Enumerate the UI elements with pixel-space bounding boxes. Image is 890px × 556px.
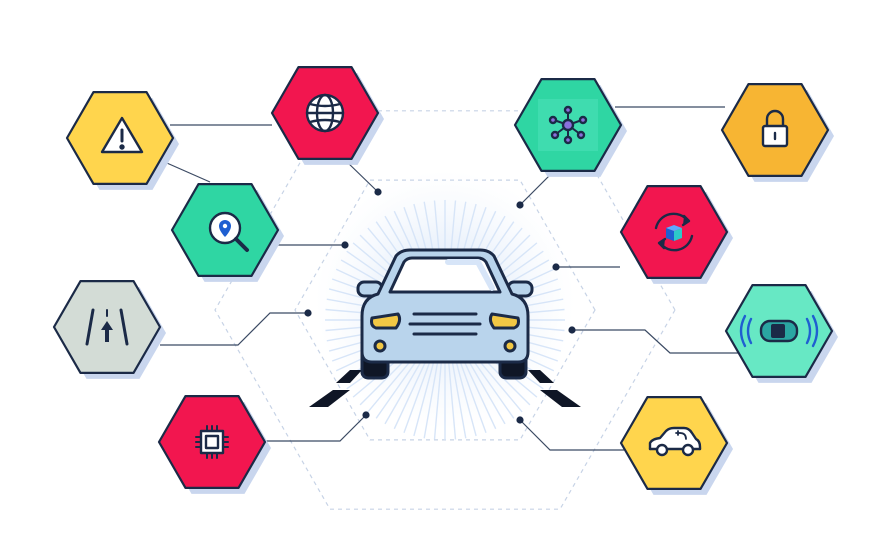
location-search-icon [208, 211, 249, 252]
sync-update-icon [654, 212, 694, 252]
connector-location [159, 159, 211, 183]
connector-dot [568, 326, 576, 334]
warning-triangle-icon [100, 116, 144, 154]
electric-car-icon [648, 426, 702, 457]
road-marking-right-lower [540, 390, 581, 407]
car-foglight-left [373, 339, 387, 353]
road-marking-right-upper [528, 370, 554, 383]
connector-dot [552, 263, 560, 271]
connector-dot [516, 416, 524, 424]
glow-ray [403, 357, 432, 434]
background-hexagon-2 [294, 179, 596, 441]
connector-dot [304, 309, 312, 317]
car-headlight-left [370, 312, 402, 330]
connector-network [519, 174, 551, 206]
connector-chip [262, 414, 367, 442]
glow-ray [375, 352, 423, 419]
glow-ray [423, 359, 439, 439]
connector-globe [344, 159, 379, 193]
padlock-icon [761, 109, 789, 148]
car-front-icon [309, 248, 581, 407]
connector-dot [341, 241, 349, 249]
connector-dots [304, 188, 576, 424]
car-sensor-icon [739, 314, 819, 348]
car-windshield [388, 256, 502, 294]
glow-ray [451, 359, 467, 439]
connector-lines [159, 106, 748, 451]
glow-ray [384, 354, 426, 425]
connector-dot [516, 201, 524, 209]
glow-ray [454, 358, 477, 437]
glow-ray [467, 352, 515, 419]
glow-ray [461, 356, 497, 430]
glow-ray [433, 359, 443, 440]
glow-ray [447, 359, 457, 440]
connector-dot [362, 411, 370, 419]
lane-road-icon [85, 308, 129, 346]
hex-node-lane [52, 280, 166, 379]
chip-icon [195, 425, 229, 459]
connector-ev [519, 419, 624, 451]
connector-dot [374, 188, 382, 196]
car-foglight-right [503, 339, 517, 353]
connector-lane [160, 312, 308, 346]
road-marking-left-lower [309, 390, 350, 407]
globe-icon [305, 93, 345, 133]
network-nodes-icon [538, 99, 598, 151]
glow-ray [464, 354, 506, 425]
car-headlight-right [488, 312, 520, 330]
background-dashed-hexagons [214, 110, 676, 510]
glow-ray [393, 356, 429, 430]
road-marking-left-upper [336, 370, 362, 383]
glow-ray [413, 358, 436, 437]
glow-ray [458, 357, 487, 434]
connector-sensor [572, 329, 748, 354]
background-hexagon-1 [214, 110, 676, 510]
